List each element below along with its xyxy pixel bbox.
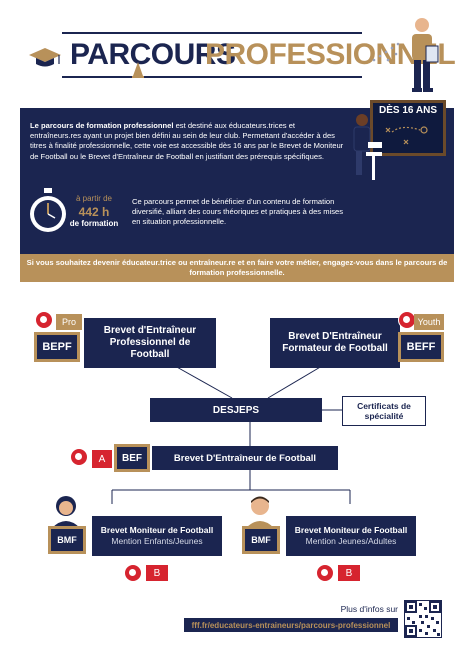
more-info-label: Plus d'infos sur <box>340 604 398 614</box>
title-rule-top <box>62 32 362 34</box>
stopwatch-icon <box>26 188 70 241</box>
fff-logo-icon <box>316 564 334 582</box>
bepf-title: Brevet d'Entraîneur Professionnel de Foo… <box>103 325 197 360</box>
bef-title: Brevet D'Entraîneur de Football <box>173 452 317 464</box>
bef-card[interactable]: Brevet D'Entraîneur de Football <box>152 446 338 470</box>
timer-prefix: à partir de <box>75 194 113 203</box>
bef-level-tag: A <box>92 450 112 468</box>
timer-suffix: de formation <box>69 219 119 228</box>
intro-paragraph: Le parcours de formation professionnel e… <box>30 121 346 162</box>
signal-dots <box>372 38 402 73</box>
desjeps-title: DESJEPS <box>212 404 260 416</box>
cta-banner <box>20 254 454 282</box>
intro-lead: Le parcours de formation professionnel <box>30 121 174 130</box>
bmf-right-level-tag: B <box>338 565 360 581</box>
male-coach-avatar <box>242 494 278 533</box>
page-title-part1: PARCOURS <box>70 38 236 71</box>
bmf-left-badge: BMF <box>48 526 86 554</box>
content-paragraph: Ce parcours permet de bénéficier d'un co… <box>132 197 344 227</box>
beff-title: Brevet D'Entraîneur Formateur de Footbal… <box>282 331 388 354</box>
bmf-right-title: Brevet Moniteur de Football <box>294 525 408 535</box>
bmf-left-subtitle: Mention Enfants/Jeunes <box>111 536 203 546</box>
certificats-card[interactable]: Certificats de spécialité <box>342 396 426 426</box>
bmf-right-card[interactable]: Brevet Moniteur de Football Mention Jeun… <box>286 516 416 556</box>
bepf-badge: BEPF <box>34 332 80 362</box>
bmf-right-subtitle: Mention Jeunes/Adultes <box>305 536 397 546</box>
fff-logo-icon <box>35 311 53 329</box>
bmf-left-card[interactable]: Brevet Moniteur de Football Mention Enfa… <box>92 516 222 556</box>
bmf-left-level-tag: B <box>146 565 168 581</box>
beff-card[interactable]: Brevet D'Entraîneur Formateur de Footbal… <box>270 318 400 368</box>
qr-code-icon[interactable] <box>404 600 442 638</box>
intro-body: est destiné aux éducateurs.trices et ent… <box>30 121 344 161</box>
bef-badge: BEF <box>114 444 150 472</box>
bmf-right-badge: BMF <box>242 526 280 554</box>
cone-icon <box>132 62 144 83</box>
graduation-cap-icon <box>28 46 62 75</box>
timer-hours: 442 h <box>78 205 110 219</box>
title-rule-bottom <box>62 76 362 78</box>
certificats-title: Certificats de spécialité <box>357 401 411 421</box>
more-info-link[interactable]: fff.fr/educateurs-entraineurs/parcours-p… <box>184 618 398 632</box>
fff-logo-icon <box>70 448 88 466</box>
fff-logo-icon <box>124 564 142 582</box>
cta-banner-text: Si vous souhaitez devenir éducateur.tric… <box>26 258 448 277</box>
desjeps-card[interactable]: DESJEPS <box>150 398 322 422</box>
tactics-board-icon <box>380 120 436 155</box>
age-label: DÈS 16 ANS <box>379 105 437 116</box>
beff-badge: BEFF <box>398 332 444 362</box>
bepf-level-tag: Pro <box>56 314 82 330</box>
bepf-card[interactable]: Brevet d'Entraîneur Professionnel de Foo… <box>84 318 216 368</box>
beff-level-tag: Youth <box>414 314 444 330</box>
coach-illustration-icon <box>400 16 446 99</box>
student-illustration-icon <box>348 112 388 193</box>
bmf-left-title: Brevet Moniteur de Football <box>100 525 214 535</box>
